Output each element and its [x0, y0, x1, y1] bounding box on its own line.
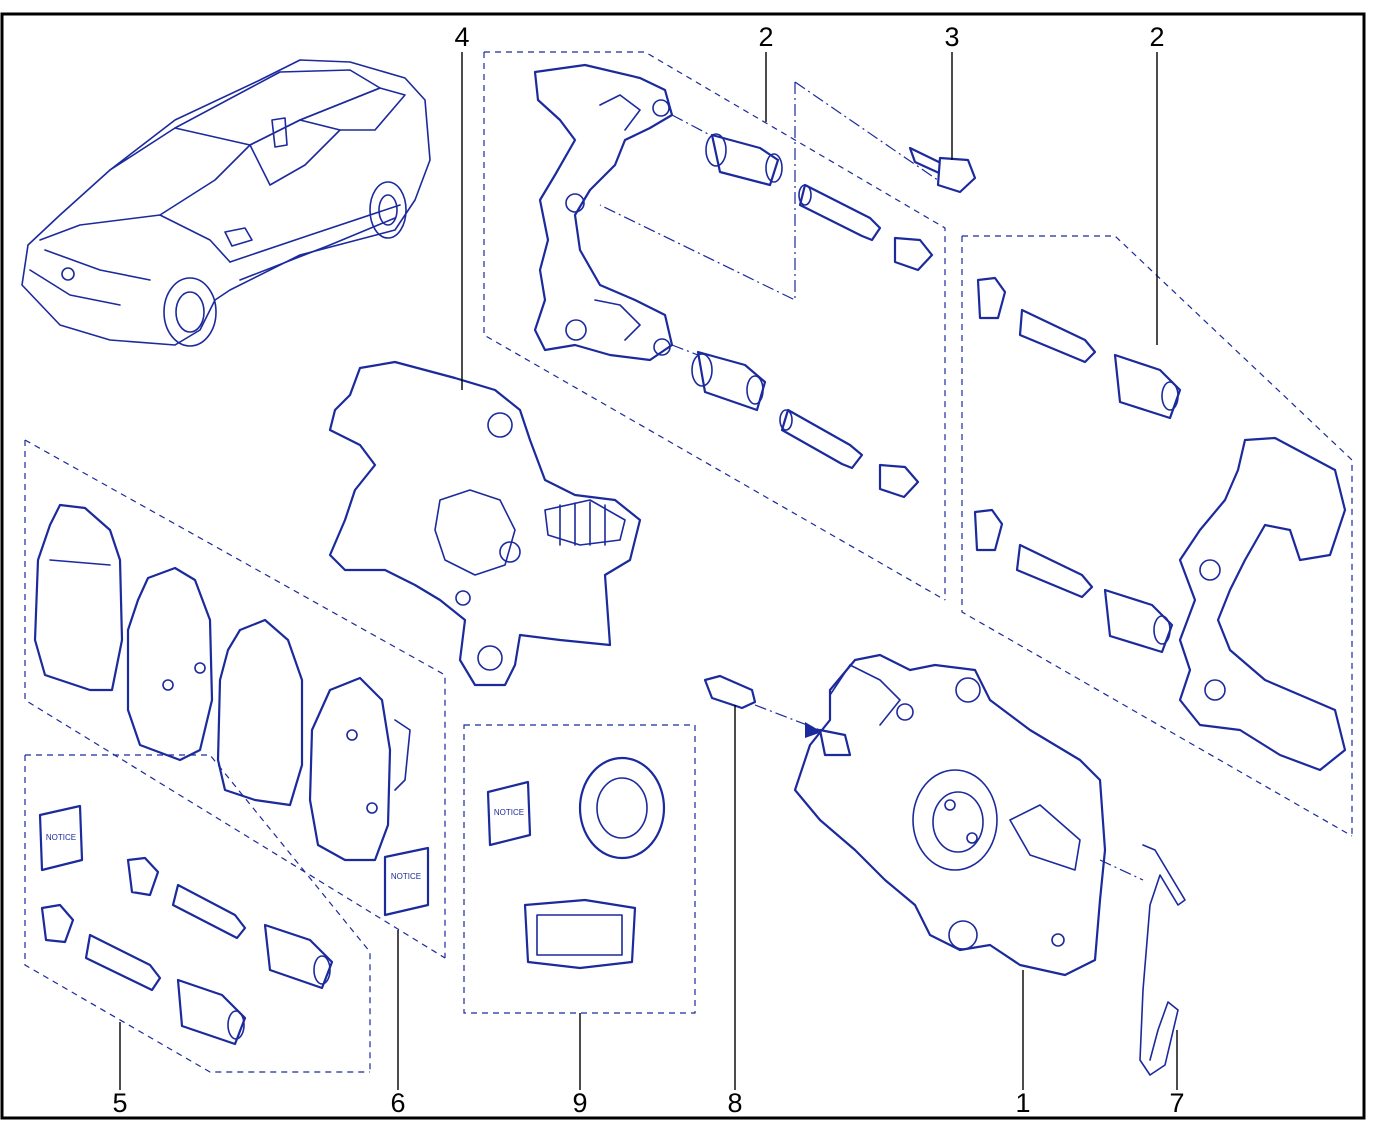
brake-pad-4 — [308, 676, 411, 862]
guide-bolt-upper-2 — [779, 408, 920, 499]
notice-label-seal-kit: NOTICE — [494, 808, 524, 817]
carrier-bolt — [908, 146, 977, 194]
slide-pin-upper-1 — [671, 114, 783, 187]
pin-kit-5-set-1 — [126, 856, 334, 990]
guide-bolt-upper-1 — [798, 183, 934, 272]
notice-booklet-seal-kit: NOTICE — [486, 780, 532, 847]
callout-2-right: 2 — [1149, 22, 1164, 52]
car-illustration — [21, 59, 431, 347]
notice-label-pin-kit: NOTICE — [46, 833, 76, 842]
brake-pad-3 — [216, 618, 304, 807]
kit-2-right-boundary — [961, 235, 1353, 837]
callout-8: 8 — [727, 1088, 742, 1118]
brake-pad-1 — [33, 503, 124, 692]
callout-6: 6 — [390, 1088, 405, 1118]
kit-9-boundary — [463, 724, 696, 1014]
callout-3: 3 — [944, 22, 959, 52]
notice-booklet-pin-kit: NOTICE — [38, 804, 84, 872]
brake-pad-2 — [126, 566, 214, 762]
slide-pin-right-2 — [973, 508, 1174, 654]
callout-7: 7 — [1169, 1088, 1184, 1118]
bleed-screw — [703, 674, 822, 738]
notice-booklet-pads: NOTICE — [383, 846, 430, 917]
grease-sachet — [523, 898, 637, 970]
callout-5: 5 — [112, 1088, 127, 1118]
kit-5-boundary — [24, 754, 371, 1073]
notice-label-pads: NOTICE — [391, 872, 421, 881]
caliper-carrier-upper — [533, 63, 674, 362]
callout-2-upper: 2 — [758, 22, 773, 52]
piston-seal — [578, 756, 666, 860]
kit-2-upper-boundary — [483, 51, 946, 601]
callout-9: 9 — [572, 1088, 587, 1118]
diagram-frame — [0, 12, 1366, 1120]
brake-caliper-1 — [793, 653, 1107, 977]
brake-caliper-4 — [328, 360, 642, 687]
caliper-carrier-right — [1178, 436, 1347, 772]
callout-1: 1 — [1015, 1088, 1030, 1118]
slide-pin-upper-2 — [671, 344, 767, 412]
pin-kit-5-set-2 — [40, 903, 247, 1046]
spring-clip — [1099, 844, 1186, 1076]
slide-pin-right-1 — [976, 276, 1182, 420]
callout-4: 4 — [454, 22, 469, 52]
